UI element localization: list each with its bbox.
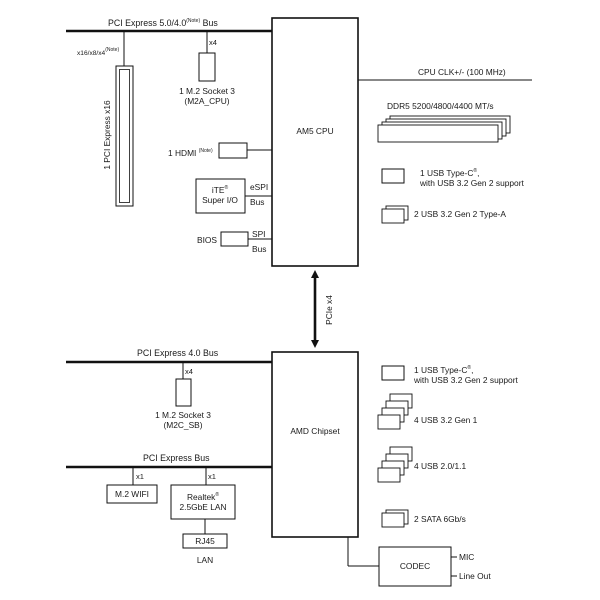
m2c-socket — [175, 378, 192, 407]
rj45-label: RJ45 — [195, 536, 215, 546]
superio-label: iTE® Super I/O — [202, 185, 238, 205]
m2a-label: 1 M.2 Socket 3(M2A_CPU) — [179, 86, 235, 106]
cpu-usba-label: 2 USB 3.2 Gen 2 Type-A — [414, 209, 507, 219]
usb32-gen1-label: 4 USB 3.2 Gen 1 — [414, 415, 478, 425]
mic-label: MIC — [459, 552, 475, 562]
cpu-box — [271, 17, 359, 267]
codec-chip — [378, 546, 452, 587]
m2c-label: 1 M.2 Socket 3(M2C_SB) — [155, 410, 211, 430]
pcie-x16-label: 1 PCI Express x16 — [102, 100, 112, 170]
m2c-lanes: x4 — [185, 367, 194, 376]
pcie-bus-label: PCI Express Bus — [143, 453, 210, 463]
cpu-bus-label: PCI Express 5.0/4.0(Note) Bus — [108, 18, 218, 28]
lan-controller-label: Realtek® 2.5GbE LAN — [179, 492, 227, 512]
m2-wifi-label: M.2 WIFI — [115, 489, 149, 499]
pcie-x4-link-label: PCIe x4 — [324, 295, 334, 325]
chipset-bus-label: PCI Express 4.0 Bus — [137, 348, 219, 358]
lan-port-label: LAN — [196, 555, 214, 565]
hdmi-port — [218, 142, 248, 159]
chipset-label: AMD Chipset — [290, 426, 340, 436]
bios-label: BIOS — [197, 235, 218, 245]
chipset-usbc-label: 1 USB Type-C®, with USB 3.2 Gen 2 suppor… — [414, 365, 518, 385]
chipset-box — [271, 351, 359, 538]
wifi-lanes: x1 — [136, 472, 145, 481]
pcie-x16-slot — [115, 65, 134, 207]
lineout-label: Line Out — [459, 571, 491, 581]
rj45-port — [182, 533, 228, 549]
hdmi-label: 1 HDMI (Note) — [168, 148, 213, 158]
lan-lanes: x1 — [208, 472, 217, 481]
cpu-usbc-label: 1 USB Type-C®, with USB 3.2 Gen 2 suppor… — [420, 168, 524, 188]
chipset-usbc-port — [381, 365, 405, 381]
lan-controller — [170, 484, 236, 520]
cpu-clk-label: CPU CLK+/- (100 MHz) — [418, 67, 506, 77]
m2a-socket — [198, 52, 216, 82]
pcie-slot-lanes: x16/x8/x4(Note) — [77, 47, 120, 57]
ddr5-label: DDR5 5200/4800/4400 MT/s — [387, 101, 494, 111]
cpu-label: AM5 CPU — [296, 126, 334, 136]
m2-wifi-slot — [106, 484, 158, 504]
codec-label: CODEC — [399, 561, 431, 571]
bios-chip — [220, 231, 249, 247]
usb20-label: 4 USB 2.0/1.1 — [414, 461, 467, 471]
cpu-usbc-port — [381, 168, 405, 184]
sata-label: 2 SATA 6Gb/s — [414, 514, 466, 524]
m2a-lanes: x4 — [209, 38, 218, 47]
